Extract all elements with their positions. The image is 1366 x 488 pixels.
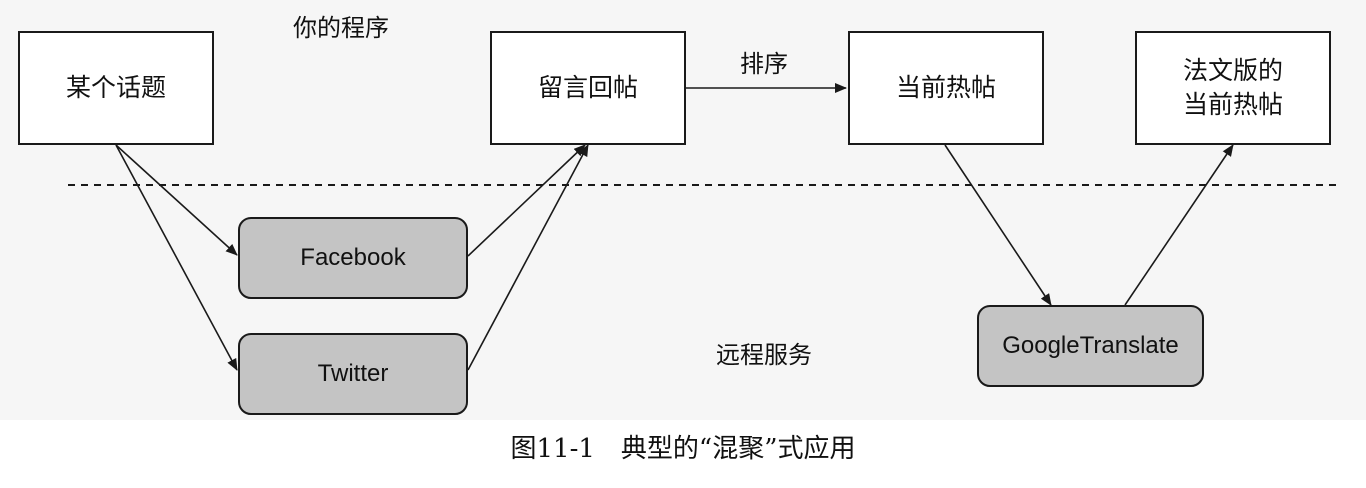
topic-node: 某个话题 <box>18 31 214 145</box>
sort-edge-label: 排序 <box>740 50 788 78</box>
google-translate-service: GoogleTranslate <box>977 305 1204 387</box>
arrow-hot-posts-to-google-translate <box>944 144 1052 306</box>
arrow-google-translate-to-french-posts <box>1124 144 1234 306</box>
figure-caption: 图11-1 典型的“混聚”式应用 <box>510 434 856 464</box>
arrow-twitter-to-comments <box>467 144 589 371</box>
your-program-label: 你的程序 <box>293 14 389 42</box>
hot-posts-node: 当前热帖 <box>848 31 1044 145</box>
remote-services-label: 远程服务 <box>716 341 812 369</box>
twitter-service: Twitter <box>238 333 468 415</box>
facebook-service: Facebook <box>238 217 468 299</box>
arrow-topic-to-facebook <box>115 144 238 256</box>
comments-node: 留言回帖 <box>490 31 686 145</box>
french-hot-posts-node: 法文版的 当前热帖 <box>1135 31 1331 145</box>
arrow-facebook-to-comments <box>467 144 586 257</box>
arrow-topic-to-twitter <box>115 144 238 371</box>
